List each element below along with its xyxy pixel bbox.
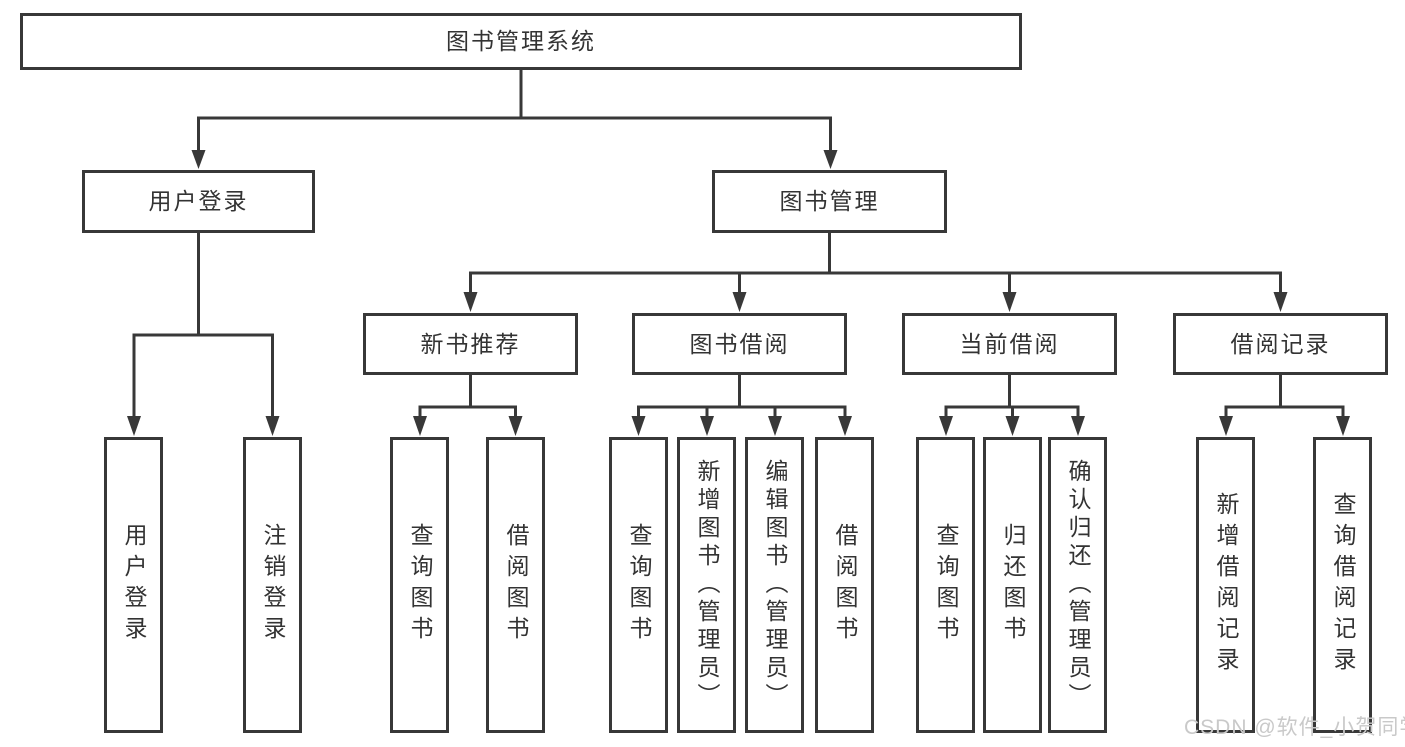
leaf-query-books-recommend: 查询图书 <box>390 437 449 733</box>
node-user-login: 用户登录 <box>82 170 315 233</box>
node-borrow-records: 借阅记录 <box>1173 313 1388 375</box>
leaf-query-books-current: 查询图书 <box>916 437 975 733</box>
leaf-confirm-return-admin: 确认归还（管理员） <box>1048 437 1107 733</box>
leaf-return-book: 归还图书 <box>983 437 1042 733</box>
node-book-borrow: 图书借阅 <box>632 313 847 375</box>
node-new-book-recommend: 新书推荐 <box>363 313 578 375</box>
leaf-borrow-books-recommend: 借阅图书 <box>486 437 545 733</box>
leaf-query-books-borrow: 查询图书 <box>609 437 668 733</box>
node-book-management: 图书管理 <box>712 170 947 233</box>
leaf-add-book-admin: 新增图书（管理员） <box>677 437 736 733</box>
leaf-edit-book-admin: 编辑图书（管理员） <box>745 437 804 733</box>
leaf-borrow-books: 借阅图书 <box>815 437 874 733</box>
node-library-management-system: 图书管理系统 <box>20 13 1022 70</box>
leaf-user-login: 用户登录 <box>104 437 163 733</box>
csdn-watermark: CSDN @软件_小贺同学 <box>1184 716 1405 739</box>
leaf-add-borrow-record: 新增借阅记录 <box>1196 437 1255 733</box>
node-current-borrow: 当前借阅 <box>902 313 1117 375</box>
leaf-logout-login: 注销登录 <box>243 437 302 733</box>
leaf-query-borrow-record: 查询借阅记录 <box>1313 437 1372 733</box>
